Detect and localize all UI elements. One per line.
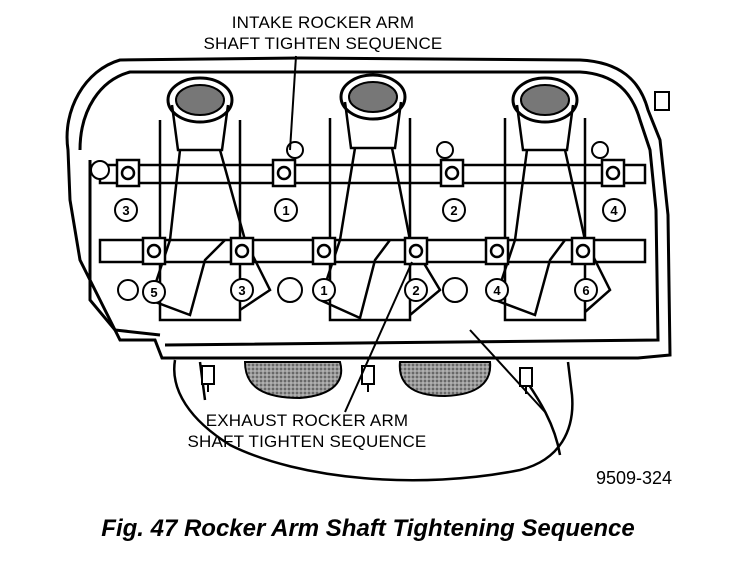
exhaust-callout-line1: EXHAUST ROCKER ARM [205,411,409,430]
exhaust-callout-line2: SHAFT TIGHTEN SEQUENCE [187,432,427,451]
leader-lines [289,55,546,413]
bores [90,141,609,303]
exhaust-seq-2: 3 [238,283,245,298]
intake-sequence-markers: 3 1 2 4 [114,198,626,222]
exhaust-seq-5: 4 [493,283,501,298]
exhaust-callout: EXHAUST ROCKER ARM SHAFT TIGHTEN SEQUENC… [172,410,442,452]
intake-callout-line1: INTAKE ROCKER ARM [231,13,415,32]
side-plug [654,91,670,111]
intake-seq-1: 3 [122,203,129,218]
intake-seq-2: 1 [282,203,289,218]
intake-callout: INTAKE ROCKER ARM SHAFT TIGHTEN SEQUENCE [178,12,468,54]
shaft-bolts [115,158,626,266]
intake-seq-4: 4 [610,203,618,218]
exhaust-seq-1: 5 [150,285,157,300]
figure-caption: Fig. 47 Rocker Arm Shaft Tightening Sequ… [101,515,635,542]
cylinder-head-diagram: 3 1 2 4 5 3 1 2 4 6 [65,55,672,482]
cylinder-head-outline [65,56,672,360]
intake-seq-3: 2 [450,203,457,218]
exhaust-seq-3: 1 [320,283,327,298]
valve-tops [166,73,579,152]
exhaust-sequence-markers: 5 3 1 2 4 6 [142,278,598,304]
rocker-arms [148,147,612,320]
gasket-area [243,361,492,400]
exhaust-seq-6: 6 [582,283,589,298]
lower-studs [201,365,533,394]
exhaust-seq-4: 2 [412,283,419,298]
part-number: 9509-324 [596,468,673,488]
intake-callout-line2: SHAFT TIGHTEN SEQUENCE [203,34,443,53]
